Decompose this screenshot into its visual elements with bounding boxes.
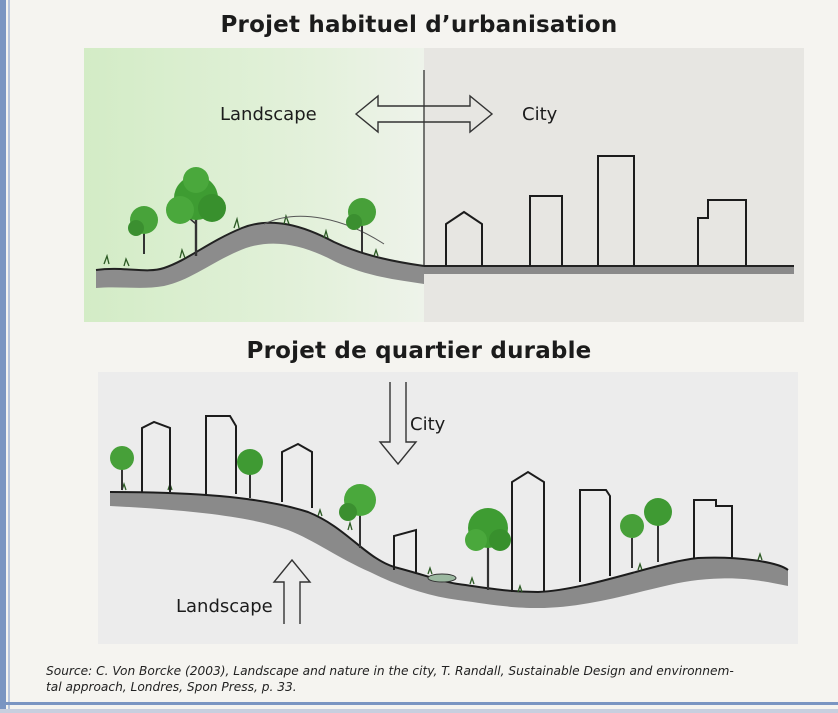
diagram1-figure: Landscape City <box>84 48 804 322</box>
landscape-label: Landscape <box>220 104 317 125</box>
building-house <box>445 210 483 266</box>
tree-icon-large <box>166 167 226 256</box>
building-5 <box>511 470 545 592</box>
city-label: City <box>522 104 558 125</box>
diagram2-figure: City Landscape <box>98 372 798 644</box>
building-4 <box>393 528 417 574</box>
tree-icon-4 <box>465 508 511 590</box>
down-arrow-icon <box>378 382 418 466</box>
building-7 <box>693 499 733 558</box>
diagram2-title: Projet de quartier durable <box>246 338 592 364</box>
bottom-page-rule <box>0 702 838 705</box>
diagram1-svg: Landscape City <box>84 48 804 322</box>
tree-icon-1 <box>110 446 134 490</box>
diagram2-city-label: City <box>410 414 446 435</box>
bottom-page-rule-secondary <box>0 709 838 713</box>
tree-icon-3 <box>339 484 376 548</box>
city-background <box>424 48 804 322</box>
tree-icon-2 <box>237 449 263 498</box>
building-3 <box>281 442 313 508</box>
building-stepped <box>697 199 747 266</box>
city-ground <box>424 265 794 274</box>
up-arrow-icon <box>272 558 312 624</box>
double-arrow-icon <box>354 94 494 134</box>
tree-icon-small-left <box>128 206 158 254</box>
diagram2-landscape-label: Landscape <box>176 596 273 617</box>
left-page-rule-inner <box>8 0 10 713</box>
landscape-terrain <box>95 213 425 288</box>
diagram1-title: Projet habituel d’urbanisation <box>220 12 618 38</box>
building-2 <box>205 415 237 494</box>
building-mid <box>529 195 563 266</box>
left-page-rule <box>0 0 6 713</box>
building-6 <box>579 489 611 582</box>
diagram2-svg: City Landscape <box>98 372 798 644</box>
tree-icon-5 <box>620 514 644 568</box>
city-buildings <box>445 155 747 266</box>
building-tall <box>597 155 635 266</box>
diagram2-buildings <box>141 415 733 592</box>
tree-icon-hill <box>346 198 376 252</box>
source-caption: Source: C. Von Borcke (2003), Landscape … <box>46 664 734 694</box>
building-1 <box>141 420 171 492</box>
tree-icon-6 <box>644 498 672 562</box>
